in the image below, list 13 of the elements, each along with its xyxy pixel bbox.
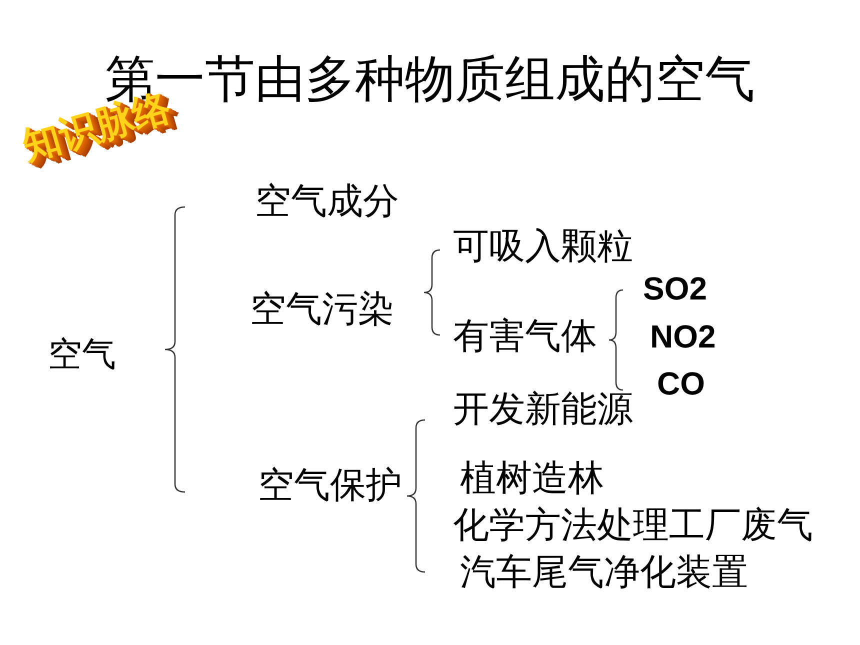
topic-label: 汽车尾气净化装置 xyxy=(460,553,748,593)
topic-label: 有害气体 xyxy=(453,317,597,357)
formula-label: NO2 xyxy=(650,319,716,355)
topic-label: 开发新能源 xyxy=(453,390,633,430)
topic-label: 可吸入颗粒 xyxy=(453,227,633,267)
topic-label: 植树造林 xyxy=(460,459,604,499)
topic-label: 空气 xyxy=(48,336,116,374)
topic-label: 化学方法处理工厂废气 xyxy=(453,506,813,546)
formula-label: SO2 xyxy=(643,271,708,307)
topic-label: 空气污染 xyxy=(250,290,394,330)
formula-label: CO xyxy=(657,366,705,402)
topic-label: 空气保护 xyxy=(258,466,402,506)
topic-label: 空气成分 xyxy=(255,182,399,222)
